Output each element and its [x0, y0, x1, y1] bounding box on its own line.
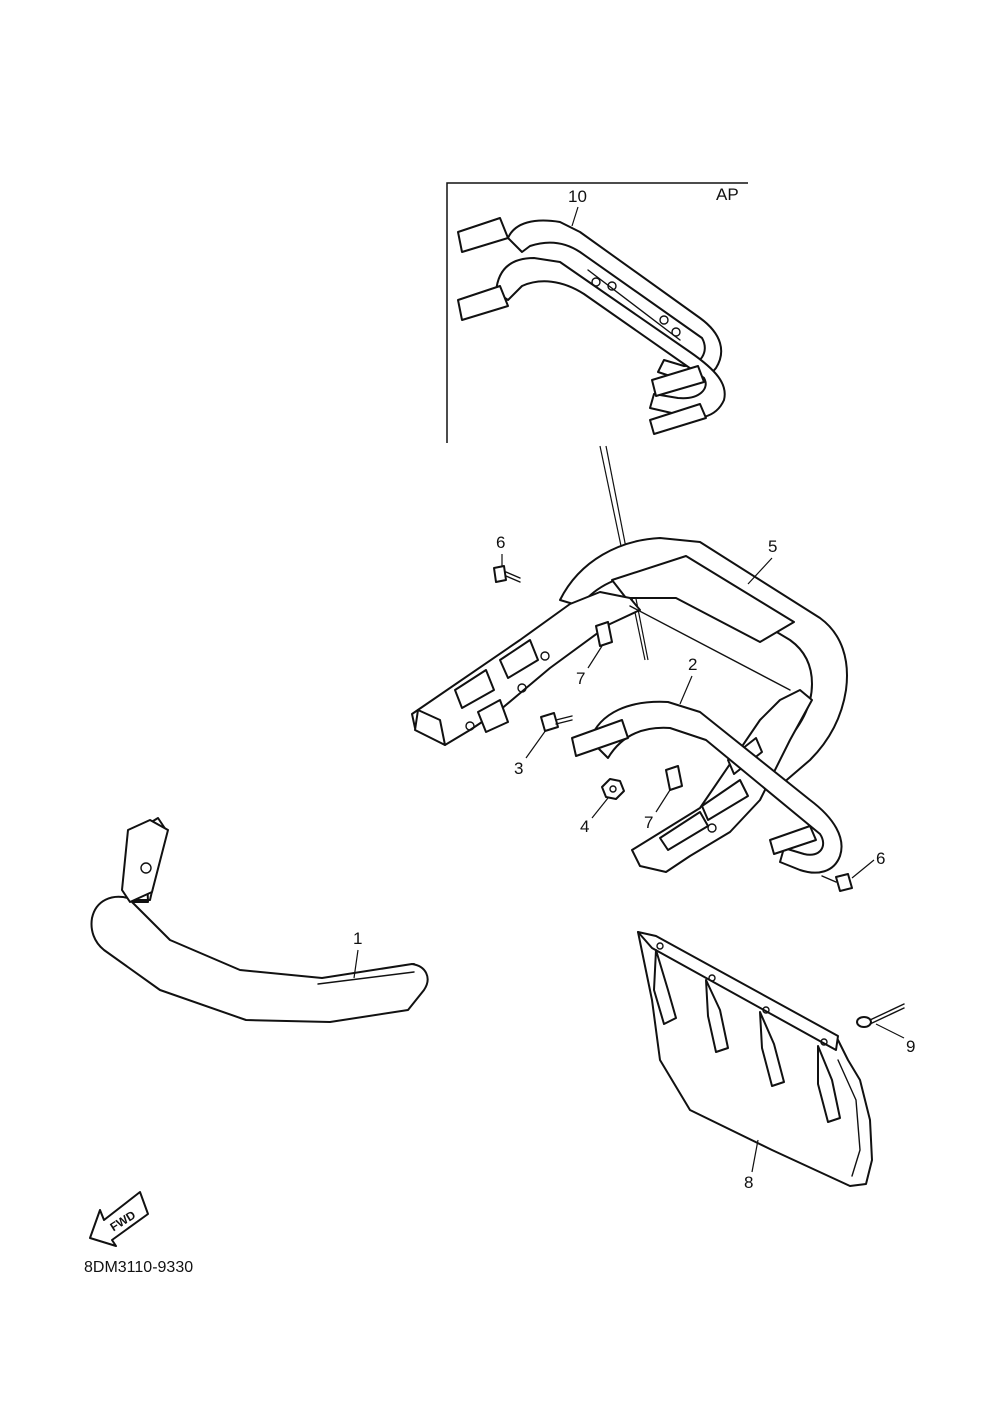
svg-text:5: 5 — [768, 537, 777, 556]
part-10-rack-bar — [457, 217, 726, 435]
drawing-code: 8DM3110-9330 — [84, 1259, 193, 1276]
svg-text:6: 6 — [876, 849, 885, 868]
callout-8: 8 — [744, 1139, 759, 1192]
fwd-arrow-icon: FWD — [89, 1191, 149, 1247]
part-6-bolt-upper — [493, 565, 521, 583]
inset-label: AP — [716, 185, 739, 204]
part-3-bolt — [540, 712, 573, 732]
svg-text:3: 3 — [514, 759, 523, 778]
part-7-clip-upper — [595, 621, 613, 647]
part-4-nut — [601, 778, 625, 800]
svg-text:2: 2 — [688, 655, 697, 674]
svg-text:7: 7 — [576, 669, 585, 688]
callout-2: 2 — [679, 655, 697, 705]
callout-4: 4 — [580, 797, 609, 836]
callout-5: 5 — [747, 537, 777, 585]
callout-1: 1 — [353, 929, 362, 979]
svg-text:7: 7 — [644, 813, 653, 832]
callout-7-lower: 7 — [644, 789, 671, 832]
callout-6-upper: 6 — [496, 533, 505, 566]
svg-text:10: 10 — [568, 187, 587, 206]
callout-9: 9 — [875, 1023, 915, 1056]
inset-frame: AP — [446, 182, 748, 443]
callout-7-upper: 7 — [576, 645, 603, 688]
callout-3: 3 — [514, 729, 547, 778]
part-1-front-bumper — [90, 817, 429, 1023]
part-7-clip-lower — [665, 765, 683, 791]
svg-text:8: 8 — [744, 1173, 753, 1192]
part-2-rear-bar — [571, 700, 843, 874]
part-9-rivet — [856, 1003, 905, 1028]
part-5-rear-frame — [411, 537, 848, 873]
callout-10: 10 — [568, 187, 587, 227]
callout-6-lower: 6 — [851, 849, 885, 879]
svg-text:4: 4 — [580, 817, 589, 836]
svg-text:6: 6 — [496, 533, 505, 552]
part-8-guard-panel — [637, 931, 873, 1187]
svg-text:9: 9 — [906, 1037, 915, 1056]
part-6-bolt-lower — [821, 873, 853, 892]
svg-text:1: 1 — [353, 929, 362, 948]
